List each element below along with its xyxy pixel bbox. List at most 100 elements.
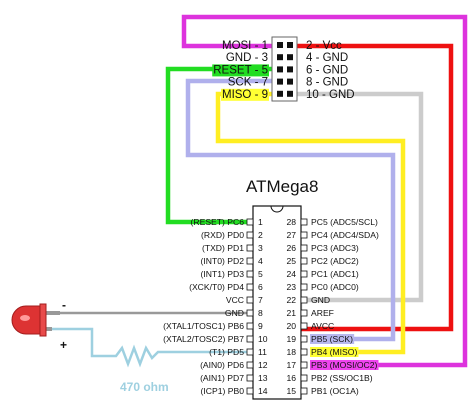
chip-pin-number: 20 — [286, 321, 296, 331]
resistor-label: 470 ohm — [120, 380, 169, 394]
chip-pin-number: 5 — [258, 269, 263, 279]
header-pin — [277, 90, 283, 97]
chip-pin-number: 25 — [286, 256, 296, 266]
chip-pin-number: 6 — [258, 282, 263, 292]
chip-pin-box — [300, 283, 308, 291]
chip-pin-number: 14 — [258, 386, 268, 396]
chip-pin-label: (INT0) PD2 — [201, 256, 245, 266]
chip-pin-number: 24 — [286, 269, 296, 279]
chip-pin-number: 11 — [258, 347, 267, 357]
header-right-label: 8 - GND — [306, 77, 348, 89]
led-lead-top — [42, 311, 60, 315]
chip-pin-label: GND — [225, 308, 244, 318]
header-pin — [277, 66, 283, 73]
chip-pin-label: (AIN1) PD7 — [200, 373, 244, 383]
led-minus-sign: - — [62, 298, 66, 312]
header-left-label: MOSI - 1 — [222, 40, 268, 52]
chip-pin-box — [300, 335, 308, 343]
chip-pin-box — [300, 348, 308, 356]
chip-pin-number: 8 — [258, 308, 263, 318]
chip-pin-box — [300, 218, 308, 226]
chip-pin-box — [246, 309, 254, 317]
chip-pin-number: 2 — [258, 230, 263, 240]
chip-pin-box — [246, 231, 254, 239]
led-lead-bottom — [42, 327, 52, 331]
wire-mosi — [181, 14, 468, 368]
chip-pin-box — [300, 296, 308, 304]
chip-notch — [270, 205, 284, 213]
chip-pin-number: 10 — [258, 334, 268, 344]
label-highlight — [310, 347, 359, 357]
chip-pin-label: (RESET) PC6 — [191, 217, 245, 227]
chip-pin-label: (AIN0) PD6 — [200, 360, 244, 370]
chip-pin-label: PC5 (ADC5/SCL) — [311, 217, 378, 227]
header-pin — [287, 42, 293, 48]
chip-pin-number: 7 — [258, 295, 263, 305]
header-right-label: 10 - GND — [306, 89, 355, 101]
chip-pin-box — [246, 218, 254, 226]
chip-pin-label: (ICP1) PB0 — [201, 386, 245, 396]
header-pin — [277, 42, 283, 48]
chip-pin-box — [300, 322, 308, 330]
chip-pin-label: (TXD) PD1 — [202, 243, 244, 253]
chip-pin-box — [246, 296, 254, 304]
chip-pin-box — [300, 374, 308, 382]
header-right-label: 2 - Vcc — [306, 40, 342, 52]
header-pin — [287, 90, 293, 97]
chip-pin-box — [246, 387, 254, 395]
chip-pin-label: AREF — [311, 308, 334, 318]
chip-pin-label: (XTAL1/TOSC1) PB6 — [163, 321, 244, 331]
led-highlight — [20, 315, 30, 321]
header-pin — [287, 78, 293, 85]
chip-pin-label: (XCK/T0) PD4 — [189, 282, 244, 292]
chip-pin-number: 21 — [286, 308, 296, 318]
wire-gnd-header — [297, 91, 424, 303]
led: - + — [11, 298, 67, 352]
led-rim — [39, 303, 47, 337]
chip-pin-number: 4 — [258, 256, 263, 266]
chip-pin-number: 26 — [286, 243, 296, 253]
header-pin — [277, 78, 283, 85]
chip-pin-label: PB1 (OC1A) — [311, 386, 359, 396]
chip-pin-box — [246, 348, 254, 356]
chip-pin-number: 9 — [258, 321, 263, 331]
chip-pin-number: 16 — [286, 373, 296, 383]
chip-pin-number: 19 — [286, 334, 296, 344]
led-plus-sign: + — [60, 338, 67, 352]
header-pin — [277, 54, 283, 61]
header-pin — [287, 66, 293, 73]
chip-pin-label: (T1) PD5 — [209, 347, 244, 357]
header-left-label: RESET - 5 — [213, 64, 268, 76]
chip-pin-box — [300, 309, 308, 317]
chip-pin-label: (INT1) PD3 — [201, 269, 245, 279]
chip-pin-number: 28 — [286, 217, 296, 227]
chip-pin-number: 15 — [286, 386, 296, 396]
chip-pin-label: GND — [311, 295, 330, 305]
chip-pin-box — [246, 257, 254, 265]
wire-sck — [185, 78, 396, 342]
chip-body — [252, 205, 302, 400]
chip-pin-label: PC2 (ADC2) — [311, 256, 359, 266]
chip-pin-number: 27 — [286, 230, 296, 240]
chip-pin-label: AVCC — [311, 321, 334, 331]
chip-title: ATMega8 — [246, 177, 318, 196]
header-right-label: 6 - GND — [306, 64, 348, 76]
chip-pin-number: 1 — [258, 217, 263, 227]
chip-pin-box — [246, 361, 254, 369]
chip-pin-label: PC1 (ADC1) — [311, 269, 359, 279]
header-body — [271, 36, 298, 102]
chip-pin-box — [246, 374, 254, 382]
header-left-label: SCK - 7 — [228, 77, 268, 89]
chip-pin-label: PC4 (ADC4/SDA) — [311, 230, 379, 240]
chip-pin-box — [300, 257, 308, 265]
chip-pin-box — [246, 244, 254, 252]
chip-pin-number: 23 — [286, 282, 296, 292]
chip-pin-box — [300, 231, 308, 239]
header-right-label: 4 - GND — [306, 52, 348, 64]
chip-pin-box — [246, 283, 254, 291]
chip-pin-label: PB4 (MISO) — [311, 347, 357, 357]
chip-pin-label: VCC — [226, 295, 244, 305]
